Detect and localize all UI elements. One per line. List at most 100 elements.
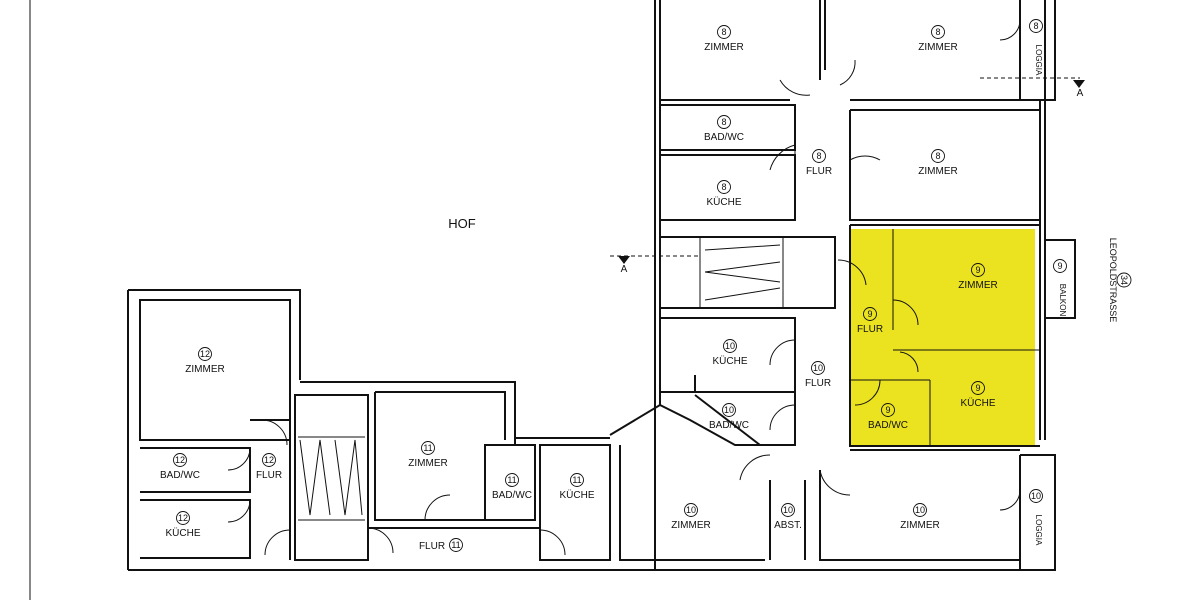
room-number: 10 xyxy=(686,505,696,515)
room-number: 12 xyxy=(264,455,274,465)
door-kuche8 xyxy=(769,144,796,171)
room-number: 9 xyxy=(975,383,980,393)
room-number: 8 xyxy=(935,151,940,161)
room-number: 10 xyxy=(915,505,925,515)
room-number-badge xyxy=(811,361,825,375)
room-number: 9 xyxy=(885,405,890,415)
room-number: 10 xyxy=(1031,491,1041,501)
room-number: 11 xyxy=(451,540,460,550)
wall-bad11 xyxy=(484,444,536,521)
wall-kuche12 xyxy=(140,499,251,559)
room-label: ZIMMER xyxy=(918,166,957,177)
room-number-badge xyxy=(971,381,985,395)
room-number-badge xyxy=(449,538,463,552)
wall-apt9-inner xyxy=(850,229,1040,446)
room-label: FLUR xyxy=(805,378,831,389)
wall-zimmer10b xyxy=(819,470,1020,561)
wall-loggia-10 xyxy=(1019,454,1056,571)
room-label: KÜCHE xyxy=(165,527,200,539)
room-label: KÜCHE xyxy=(712,355,747,367)
door-bad9 xyxy=(854,379,881,406)
room-number-badge xyxy=(1053,259,1067,273)
door-zimmer10b xyxy=(819,469,851,496)
wall-stair-2-inner xyxy=(298,436,365,521)
staircases xyxy=(299,244,781,516)
wall-abst xyxy=(769,480,806,560)
room-label: FLUR xyxy=(256,470,282,481)
room-label: ZIMMER xyxy=(671,520,710,531)
room-number-badge xyxy=(931,149,945,163)
section-marker-west-icon xyxy=(618,256,630,264)
room-number-badge xyxy=(863,307,877,321)
room-label: FLUR xyxy=(419,541,445,552)
room-label: ZIMMER xyxy=(918,42,957,53)
room-number-badge xyxy=(262,453,276,467)
room-number-badge xyxy=(570,473,584,487)
section-markers: A A xyxy=(610,77,1085,275)
room-number-badge xyxy=(913,503,927,517)
room-number-badge xyxy=(684,503,698,517)
door-loggias xyxy=(999,19,1021,511)
wall-bad12 xyxy=(140,447,251,493)
room-number: 12 xyxy=(175,455,185,465)
room-number-badge xyxy=(176,511,190,525)
wall-8-divider xyxy=(819,0,826,80)
room-number: 12 xyxy=(200,349,210,359)
room-number: 10 xyxy=(724,405,734,415)
room-label: ABST. xyxy=(774,520,802,531)
room-label: BALKON xyxy=(1058,284,1067,317)
room-label: FLUR xyxy=(806,166,832,177)
wall-stair-inner xyxy=(699,237,784,308)
wall-apt11-north xyxy=(300,381,516,521)
room-labels: 8ZIMMER8ZIMMER8LOGGIA8BAD/WC8FLUR8ZIMMER… xyxy=(160,19,1067,552)
room-label: LOGGIA xyxy=(1034,515,1043,546)
door-bad12-kuche12 xyxy=(227,447,251,523)
room-number-badge xyxy=(971,263,985,277)
wall-kuche10 xyxy=(660,317,796,393)
room-number: 8 xyxy=(935,27,940,37)
door-apt12-entry xyxy=(264,529,291,556)
room-number-badge xyxy=(1029,489,1043,503)
staircase-1-flights xyxy=(704,244,781,301)
apt9-kuche-fill xyxy=(893,352,1035,446)
door-bad10 xyxy=(769,404,796,431)
door-zimmer10a xyxy=(739,454,771,481)
courtyard-label: HOF xyxy=(448,216,476,231)
staircase-2-flights xyxy=(299,439,363,516)
street-number: 34 xyxy=(1119,275,1129,285)
room-number: 12 xyxy=(178,513,188,523)
room-number-badge xyxy=(173,453,187,467)
door-zimmer11 xyxy=(424,494,451,521)
room-number-badge xyxy=(931,25,945,39)
room-number-badge xyxy=(723,339,737,353)
section-marker-west-label: A xyxy=(621,264,628,275)
apartment-9-highlight xyxy=(850,229,1035,446)
room-label: BAD/WC xyxy=(160,470,200,481)
section-marker-east-icon xyxy=(1073,80,1085,88)
door-zimmer12 xyxy=(261,419,288,446)
door-zimmer9 xyxy=(892,299,919,326)
room-label: BAD/WC xyxy=(709,420,749,431)
room-number: 9 xyxy=(975,265,980,275)
room-number-badge xyxy=(781,503,795,517)
wall-stair-core-2 xyxy=(294,394,369,561)
doors xyxy=(227,19,1021,556)
room-label: BAD/WC xyxy=(704,132,744,143)
wall-kuche8 xyxy=(660,154,796,221)
